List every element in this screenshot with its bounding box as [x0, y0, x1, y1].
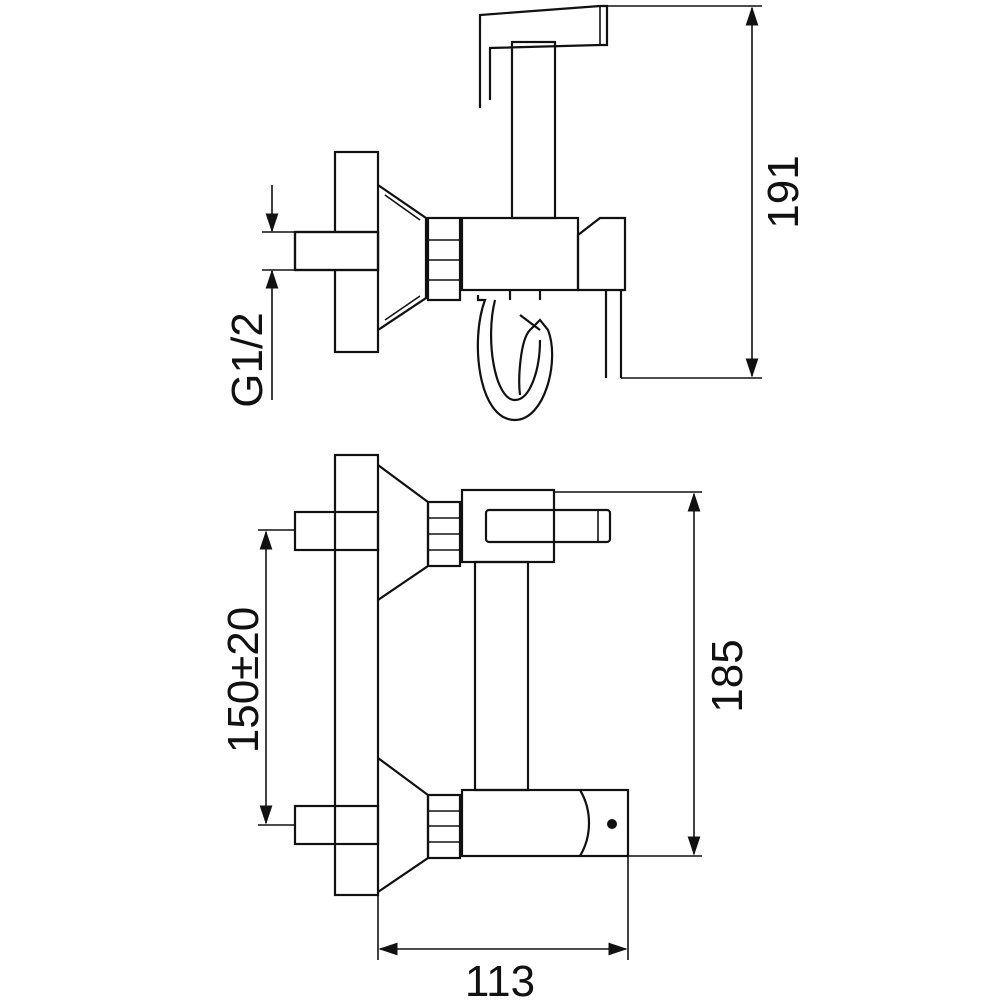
dim-113: 113 [465, 957, 535, 1000]
lever-handle [576, 216, 627, 292]
spray-head [478, 4, 609, 108]
hose [604, 290, 623, 378]
holder-body [460, 488, 556, 564]
top-view: 150±20 185 113 [219, 453, 752, 1000]
dim-185: 185 [703, 639, 752, 712]
hex-nut [426, 216, 462, 302]
inlet-pipe [293, 230, 380, 272]
upper-escutcheon [377, 464, 430, 601]
vertical-pipe [510, 40, 557, 220]
mixer-handle [579, 789, 590, 857]
lower-inlet [293, 804, 380, 846]
side-view: 191 G1/2 [223, 4, 808, 422]
wall-section [333, 453, 380, 897]
dim-150: 150±20 [219, 607, 268, 754]
dim-g12: G1/2 [223, 312, 272, 407]
dim-191: 191 [759, 155, 808, 228]
upper-inlet [293, 510, 380, 552]
mixer-body [460, 788, 630, 858]
valve-body [460, 216, 580, 292]
spray-handle [484, 508, 612, 544]
escutcheon [377, 184, 428, 331]
connecting-pipe [473, 560, 530, 792]
hose-coil [476, 290, 554, 422]
lower-escutcheon [377, 757, 430, 893]
indicator-dot [607, 819, 617, 829]
